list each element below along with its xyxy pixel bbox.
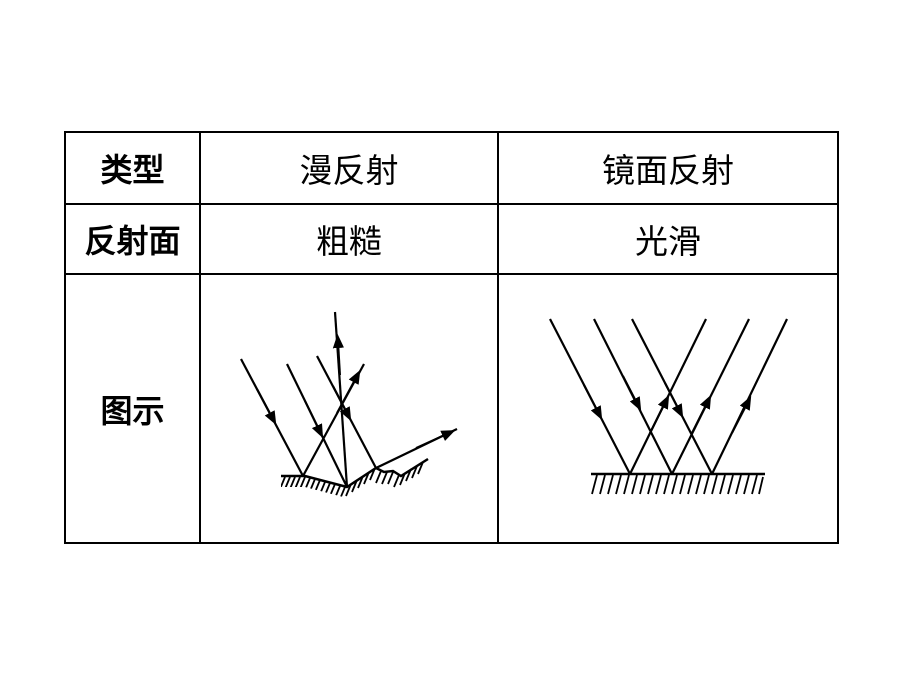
incident-arrow-3 <box>664 382 684 419</box>
specular-reflection-diagram <box>549 318 788 495</box>
reflected-arrow-3 <box>415 430 456 449</box>
type-row: 类型 漫反射 镜面反射 <box>64 131 839 205</box>
incident-arrow-2 <box>304 400 324 439</box>
diffuse-diagram-cell <box>199 273 499 544</box>
surface-label: 反射面 <box>64 203 201 275</box>
surface-row: 反射面 粗糙 光滑 <box>64 203 839 275</box>
type-label: 类型 <box>64 131 201 205</box>
reflected-arrow-3 <box>731 395 752 434</box>
reflected-ray-1 <box>629 318 707 475</box>
incident-rays <box>549 318 713 475</box>
reflected-ray-2 <box>671 318 750 475</box>
reflected-arrow-2 <box>332 334 345 376</box>
smooth-surface-hatching <box>591 474 764 495</box>
specular-reflection-title: 镜面反射 <box>497 131 839 205</box>
figure-row: 图示 <box>64 273 839 544</box>
incident-arrow-1 <box>583 384 603 421</box>
rough-surface-hatching <box>281 461 424 498</box>
incident-arrow-1 <box>256 388 277 426</box>
figure-label: 图示 <box>64 273 201 544</box>
reflected-arrow-1 <box>336 369 361 414</box>
reflected-arrow-1 <box>649 394 670 434</box>
reflected-arrow-2 <box>691 394 712 434</box>
reflected-ray-3 <box>711 318 788 475</box>
diffuse-reflection-diagram <box>240 311 458 498</box>
smooth-surface-text: 光滑 <box>497 203 839 275</box>
diffuse-reflection-title: 漫反射 <box>199 131 499 205</box>
incident-arrow-2 <box>622 375 642 412</box>
reflected-rays <box>302 311 458 488</box>
specular-diagram-cell <box>497 273 839 544</box>
reflection-comparison-table: 类型 漫反射 镜面反射 反射面 粗糙 光滑 图示 <box>64 131 839 544</box>
reflected-rays <box>629 318 788 475</box>
rough-surface-line <box>281 457 429 489</box>
rough-surface-text: 粗糙 <box>199 203 499 275</box>
